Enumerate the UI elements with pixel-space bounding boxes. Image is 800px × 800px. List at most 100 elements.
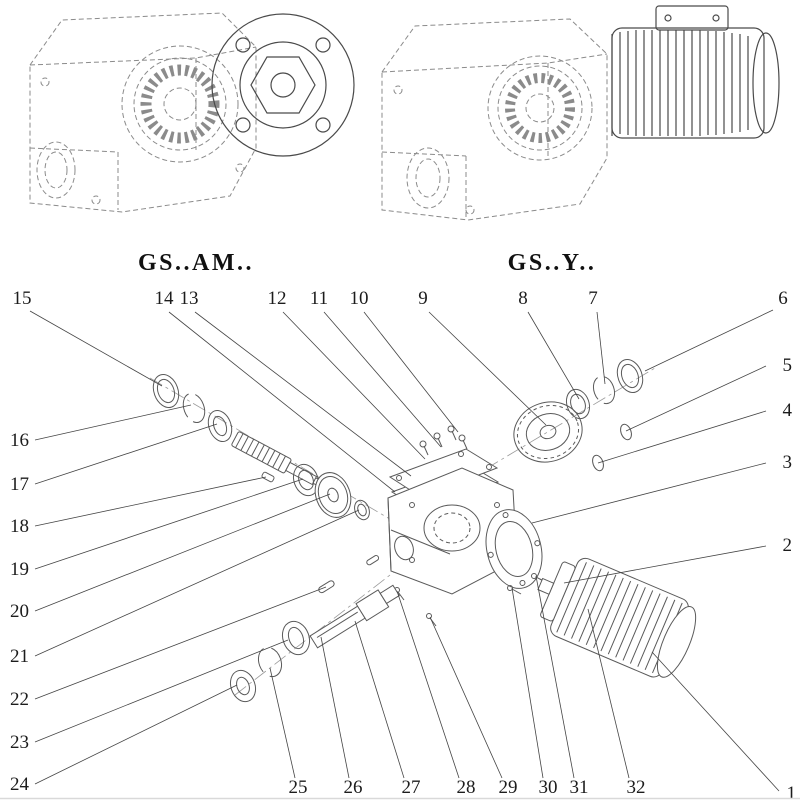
callout-number-20: 20	[10, 601, 29, 622]
callout-13: 13	[180, 288, 412, 477]
part-motor	[537, 557, 697, 678]
callout-15: 15	[13, 288, 163, 387]
part-circlip-gear	[592, 375, 616, 405]
gearbox-y-illustration	[381, 18, 608, 221]
callout-11: 11	[310, 288, 442, 448]
callout-number-14: 14	[155, 288, 175, 309]
callout-16: 16	[10, 404, 192, 451]
leader-line-32	[587, 608, 630, 779]
leader-line-7	[596, 311, 606, 385]
leader-line-14	[168, 311, 396, 493]
callout-number-27: 27	[402, 777, 421, 798]
callout-number-6: 6	[778, 288, 788, 309]
callout-number-24: 24	[10, 774, 30, 795]
callout-4: 4	[597, 400, 793, 464]
part-housing-bolts	[394, 587, 437, 627]
callout-number-17: 17	[10, 474, 29, 495]
leader-line-1	[651, 651, 780, 792]
motor-end-cap	[752, 32, 780, 134]
callout-number-3: 3	[783, 452, 793, 473]
callout-21: 21	[10, 509, 360, 667]
part-oil-seal-gear	[616, 359, 644, 393]
callout-1: 1	[651, 651, 797, 800]
callout-number-13: 13	[180, 288, 199, 309]
callout-24: 24	[10, 684, 238, 795]
flange-hub-hexagon	[250, 56, 316, 114]
callout-number-16: 16	[10, 430, 29, 451]
part-circlip-output	[257, 646, 283, 678]
part-oil-seal-input	[152, 374, 180, 408]
part-housing	[387, 467, 518, 595]
callout-number-23: 23	[10, 732, 29, 753]
part-washer-disc	[314, 472, 352, 518]
callout-number-11: 11	[310, 288, 328, 309]
callout-number-1: 1	[787, 783, 797, 800]
leader-line-3	[531, 462, 767, 524]
leader-line-27	[354, 620, 405, 779]
part-spacer-ring-gear	[565, 388, 591, 420]
part-bearing-worm	[292, 463, 320, 497]
callout-number-30: 30	[539, 777, 558, 798]
leader-line-24	[34, 684, 238, 785]
callout-number-25: 25	[289, 777, 308, 798]
callout-number-7: 7	[588, 288, 598, 309]
part-cover-bolts	[419, 425, 468, 456]
callout-12: 12	[268, 288, 426, 460]
callout-number-21: 21	[10, 646, 29, 667]
leader-line-8	[527, 311, 580, 400]
leader-line-13	[194, 311, 412, 477]
leader-line-16	[34, 404, 192, 441]
callout-number-18: 18	[10, 516, 29, 537]
callout-3: 3	[531, 452, 793, 524]
callout-number-28: 28	[457, 777, 476, 798]
part-key-input	[261, 471, 275, 483]
motor-shaft-stub	[537, 577, 555, 595]
caption-gs-y: GS..Y..	[508, 250, 597, 276]
part-spacer-ring-input	[354, 499, 370, 521]
callout-20: 20	[10, 493, 331, 622]
callout-32: 32	[587, 608, 646, 798]
callout-2: 2	[563, 535, 793, 584]
callout-31: 31	[535, 575, 589, 798]
leader-line-29	[429, 616, 503, 779]
callout-29: 29	[429, 616, 518, 798]
gearbox-am-illustration	[29, 12, 257, 213]
motor-end-bell	[656, 606, 697, 678]
leader-line-18	[34, 476, 267, 527]
leader-line-22	[34, 586, 327, 700]
callout-10: 10	[350, 288, 459, 433]
callout-28: 28	[396, 590, 476, 798]
callout-number-31: 31	[570, 777, 589, 798]
callout-19: 19	[10, 478, 304, 580]
part-bearing-output	[281, 620, 311, 656]
callout-number-2: 2	[783, 535, 793, 556]
leader-line-15	[29, 310, 163, 387]
callout-14: 14	[155, 288, 396, 493]
leader-line-12	[282, 311, 426, 460]
leader-line-23	[34, 639, 289, 743]
leader-line-21	[34, 509, 360, 657]
leader-line-26	[320, 636, 350, 779]
callout-27: 27	[354, 620, 421, 798]
callout-22: 22	[10, 586, 327, 710]
callout-6: 6	[644, 288, 788, 372]
callout-30: 30	[511, 587, 558, 798]
motor-cooling-fins	[619, 30, 749, 136]
leader-line-4	[597, 410, 767, 464]
part-worm-gear	[513, 401, 583, 463]
flange-am-illustration	[211, 13, 355, 157]
caption-gs-am: GS..AM..	[138, 250, 254, 276]
part-washer-output	[229, 669, 257, 703]
callout-number-32: 32	[627, 777, 646, 798]
callout-25: 25	[269, 667, 308, 798]
leader-line-17	[34, 423, 218, 485]
leader-line-9	[428, 311, 547, 426]
callout-number-10: 10	[350, 288, 369, 309]
leader-line-5	[625, 365, 767, 432]
callout-23: 23	[10, 639, 289, 753]
leader-line-6	[644, 309, 774, 372]
callout-18: 18	[10, 476, 267, 537]
